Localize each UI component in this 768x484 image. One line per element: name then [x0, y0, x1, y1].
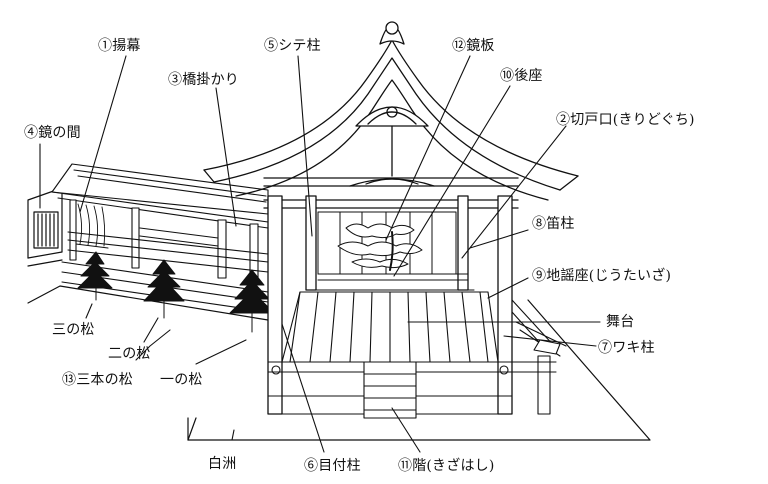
- metsuke-pillar: [267, 195, 283, 415]
- label-kagami-no-ma: ④鏡の間: [24, 125, 81, 141]
- shite-pillar: [305, 195, 317, 291]
- pine-san-no-matsu: [77, 251, 113, 301]
- pine-trees: [77, 251, 275, 333]
- atoza: [309, 273, 475, 291]
- label-butai: 舞台: [606, 314, 635, 330]
- label-agemaku: ①揚幕: [98, 38, 141, 54]
- kagami-no-ma: [27, 187, 63, 267]
- label-kirido: ②切戸口(きりどぐち): [556, 112, 695, 128]
- label-kizahashi: ⑪階(きざはし): [398, 458, 495, 474]
- label-jiutaiza: ⑨地謡座(じうたいざ): [532, 268, 672, 284]
- kagamiita: [317, 178, 457, 275]
- label-shirasu: 白洲: [208, 456, 237, 472]
- fue-pillar: [457, 195, 469, 291]
- label-ichi-no-matsu: 一の松: [160, 372, 203, 388]
- label-waki-bashira: ⑦ワキ柱: [598, 340, 655, 356]
- hashigakari: [51, 163, 269, 313]
- label-metsuke-bashira: ⑥目付柱: [304, 458, 361, 474]
- label-hashigakari: ③橋掛かり: [168, 72, 239, 88]
- kizahashi: [363, 361, 417, 419]
- pine-ichi-no-matsu: [229, 269, 275, 333]
- label-ni-no-matsu: 二の松: [108, 346, 151, 362]
- jiutaiza: [511, 299, 567, 415]
- pine-ni-no-matsu: [143, 259, 185, 319]
- label-shite-bashira: ⑤シテ柱: [264, 38, 321, 54]
- stage-roof: [203, 21, 579, 209]
- shirasu-ground: [27, 285, 651, 441]
- label-fue-bashira: ⑧笛柱: [532, 216, 575, 232]
- stage-pillars: [267, 195, 513, 415]
- label-sanbon-no-matsu: ⑬三本の松: [62, 372, 133, 388]
- leader-lines: [39, 55, 601, 453]
- waki-pillar: [497, 195, 513, 415]
- label-kagamiita: ⑫鏡板: [452, 38, 495, 54]
- label-atoza: ⑩後座: [500, 68, 543, 84]
- label-san-no-matsu: 三の松: [52, 322, 95, 338]
